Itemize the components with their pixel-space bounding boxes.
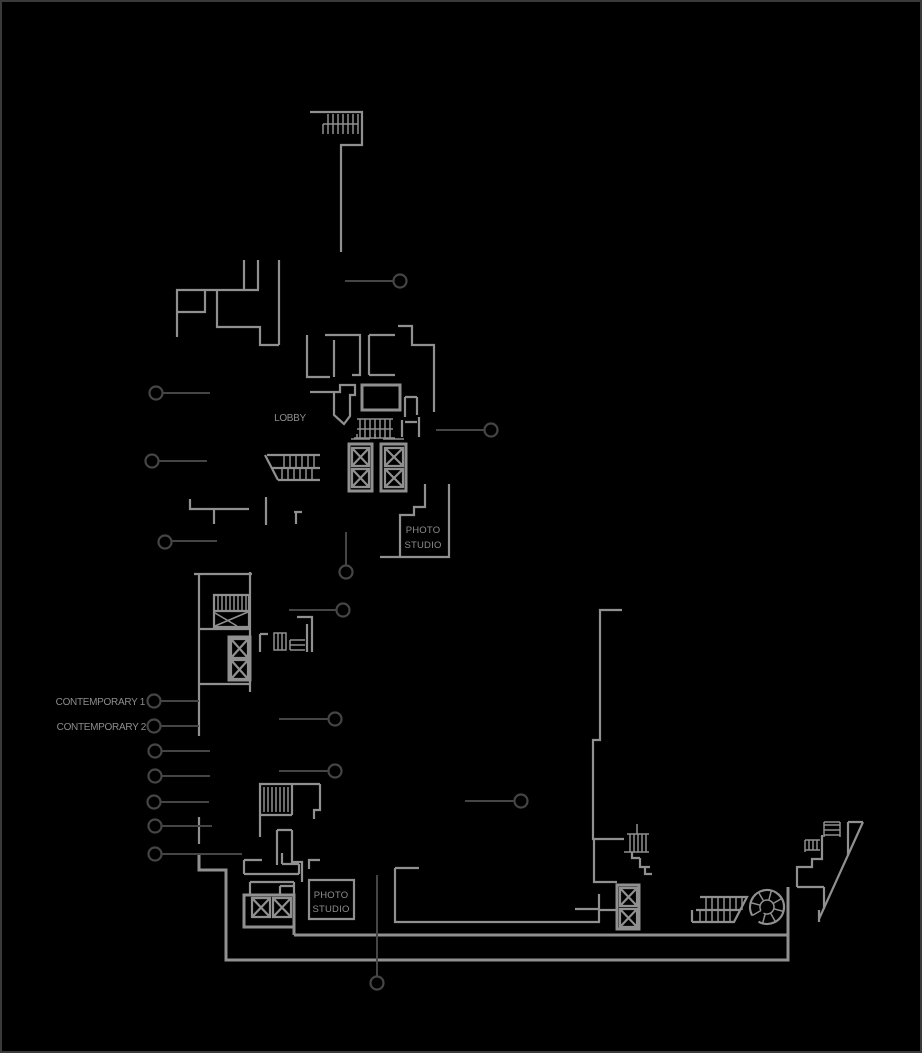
elevator-bank-central <box>347 434 408 493</box>
bottom-left-cluster <box>242 782 322 929</box>
wall-lobby-rooms <box>305 324 436 412</box>
photo-studio-lower-label-line2: STUDIO <box>312 904 349 915</box>
callout-marker[interactable] <box>146 794 162 810</box>
lobby-label: LOBBY <box>274 413 306 424</box>
lobby-vestibule <box>332 383 357 426</box>
lobby-shaft-rect <box>360 383 402 412</box>
callout-marker[interactable] <box>392 273 408 289</box>
stair-right-small <box>624 824 652 876</box>
labels: LOBBY PHOTO STUDIO CONTEMPORARY 1 CONTEM… <box>56 413 442 915</box>
callout-marker[interactable] <box>147 818 163 834</box>
wall-lobby-right-jambs <box>400 395 421 437</box>
photo-studio-upper-room <box>380 484 451 559</box>
callout-markers <box>144 273 529 991</box>
callout-leaders <box>159 280 514 976</box>
callout-marker[interactable] <box>147 846 163 862</box>
wall-top-stem <box>310 110 364 252</box>
elevator-right <box>615 883 641 931</box>
bottom-outline <box>197 854 790 962</box>
photo-studio-lower-room <box>307 858 356 921</box>
callout-marker[interactable] <box>335 602 351 618</box>
wall-midleft-rooms <box>188 497 302 525</box>
callout-marker[interactable] <box>327 711 343 727</box>
callout-marker[interactable] <box>157 534 173 550</box>
callout-marker[interactable] <box>147 768 163 784</box>
bottom-inner-line <box>292 927 788 937</box>
wall-connector <box>393 866 617 924</box>
stair-small-mid-hatch <box>273 632 305 651</box>
contemporary-2-label: CONTEMPORARY 2 <box>57 722 147 733</box>
photo-studio-upper-label-line1: PHOTO <box>406 525 441 536</box>
callout-marker[interactable] <box>144 453 160 469</box>
stair-trapezoid-upper <box>264 453 320 482</box>
wall-right-tall <box>591 608 624 884</box>
callout-marker[interactable] <box>147 743 163 759</box>
photo-studio-lower-label-line1: PHOTO <box>314 890 349 901</box>
callout-marker[interactable] <box>513 793 529 809</box>
contemporary-1-label: CONTEMPORARY 1 <box>56 697 146 708</box>
stair-trapezoid-lower <box>690 895 749 924</box>
callout-marker-contemporary-1[interactable] <box>146 693 162 709</box>
callout-marker[interactable] <box>338 564 354 580</box>
photo-studio-upper-label-line2: STUDIO <box>404 540 441 551</box>
stair-top-hatch <box>322 114 359 134</box>
callout-marker[interactable] <box>148 385 164 401</box>
left-core-module <box>194 572 252 736</box>
callout-marker[interactable] <box>327 763 343 779</box>
stair-small-mid <box>258 615 314 652</box>
callout-marker[interactable] <box>369 975 385 991</box>
stair-spiral <box>748 888 786 926</box>
wall-upper-rooms <box>175 260 281 347</box>
callout-marker[interactable] <box>483 422 499 438</box>
right-edge-structure <box>795 820 865 922</box>
walls <box>175 110 865 962</box>
callout-marker-contemporary-2[interactable] <box>146 718 162 734</box>
